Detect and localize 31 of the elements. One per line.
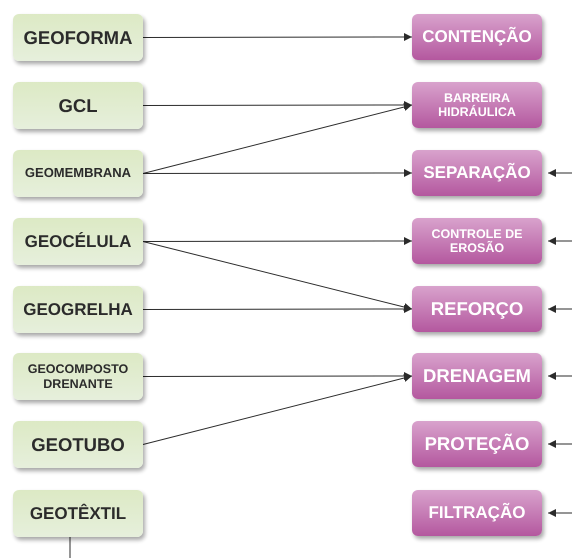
arrow (548, 372, 572, 380)
function-box: CONTROLE DE EROSÃO (412, 218, 542, 264)
arrow (142, 101, 412, 110)
arrow (142, 241, 412, 311)
arrow (548, 440, 572, 448)
arrow (142, 372, 412, 380)
product-box: GEOCOMPOSTO DRENANTE (13, 353, 143, 400)
product-box: GEOTUBO (13, 421, 143, 468)
arrow (142, 305, 412, 314)
arrow (142, 33, 412, 42)
arrow (548, 169, 572, 177)
product-box: GEOCÉLULA (13, 218, 143, 265)
arrow (142, 237, 412, 246)
arrow (548, 509, 572, 517)
function-box: PROTEÇÃO (412, 421, 542, 467)
arrow (142, 169, 412, 178)
product-box: GCL (13, 82, 143, 129)
arrow (548, 237, 572, 245)
function-box: CONTENÇÃO (412, 14, 542, 60)
function-box: SEPARAÇÃO (412, 150, 542, 196)
product-box: GEOGRELHA (13, 286, 143, 333)
product-box: GEOTÊXTIL (13, 490, 143, 537)
product-box: GEOFORMA (13, 14, 143, 61)
arrow (142, 103, 412, 174)
product-box: GEOMEMBRANA (13, 150, 143, 197)
function-box: BARREIRA HIDRÁULICA (412, 82, 542, 128)
arrow (548, 305, 572, 313)
function-box: FILTRAÇÃO (412, 490, 542, 536)
function-box: REFORÇO (412, 286, 542, 332)
arrow (142, 374, 412, 445)
function-box: DRENAGEM (412, 353, 542, 399)
